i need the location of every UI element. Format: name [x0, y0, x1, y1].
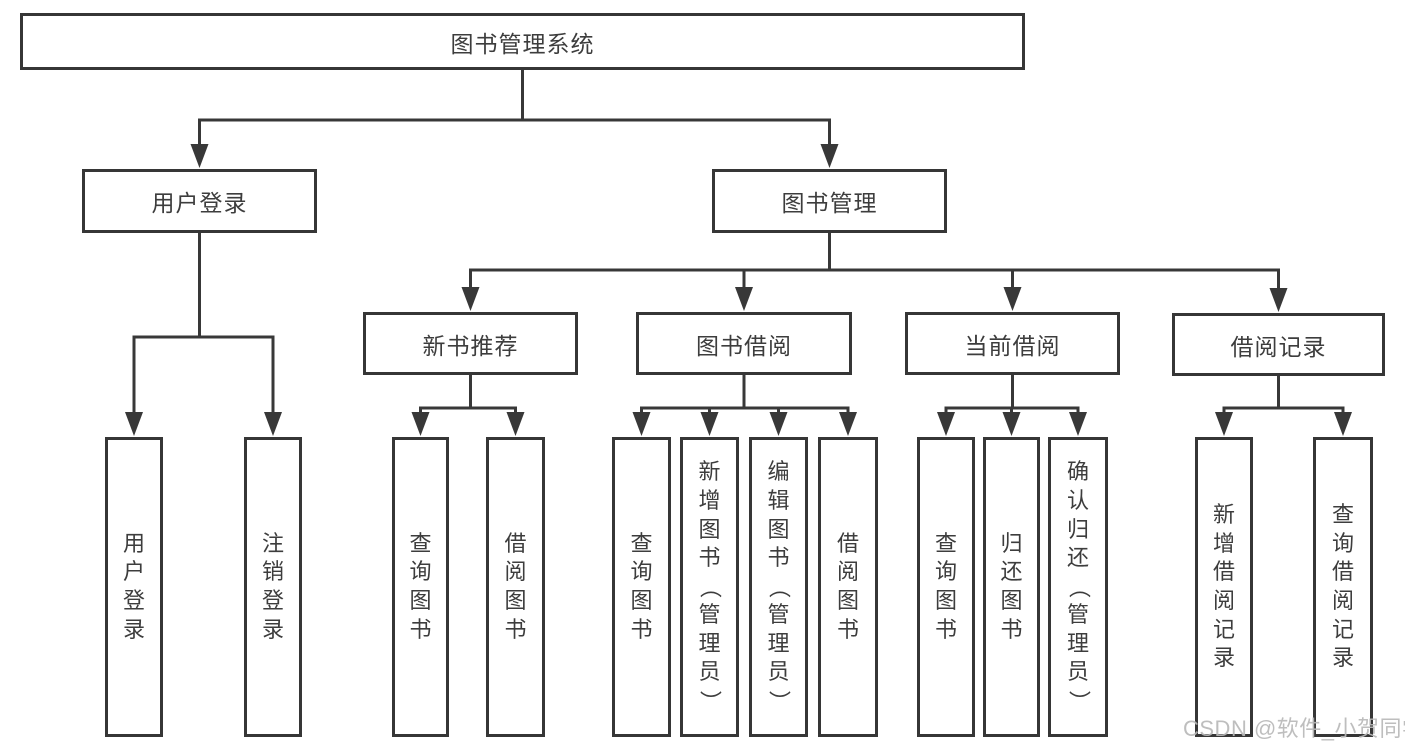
node-book-management-label: 图书管理 [781, 190, 878, 216]
leaf-cb-confirm-return: 确认归还（管理员） [1048, 437, 1108, 737]
leaf-bb-query-book-label: 查询图书 [630, 530, 653, 642]
leaf-br-add-record-label: 新增借阅记录 [1212, 502, 1235, 671]
leaf-bb-edit-book-label: 编辑图书（管理员） [766, 459, 792, 713]
leaf-cb-return-book-label: 归还图书 [1000, 530, 1023, 642]
leaf-br-query-record-label: 查询借阅记录 [1331, 502, 1354, 671]
leaf-bb-edit-book: 编辑图书（管理员） [749, 437, 808, 737]
leaf-cb-query-book-label: 查询图书 [934, 530, 957, 642]
node-new-book-recommend: 新书推荐 [363, 312, 578, 375]
leaf-nbr-borrow-book: 借阅图书 [486, 437, 545, 737]
leaf-nbr-query-book-label: 查询图书 [409, 530, 432, 642]
node-user-login: 用户登录 [82, 169, 317, 233]
node-user-login-label: 用户登录 [151, 190, 248, 216]
node-borrow-records: 借阅记录 [1172, 313, 1385, 376]
leaf-cb-return-book: 归还图书 [983, 437, 1040, 737]
node-current-borrow-label: 当前借阅 [964, 332, 1061, 359]
leaf-bb-add-book: 新增图书（管理员） [680, 437, 739, 737]
node-root: 图书管理系统 [20, 13, 1025, 70]
node-borrow-records-label: 借阅记录 [1230, 333, 1327, 360]
leaf-bb-borrow-book: 借阅图书 [818, 437, 878, 737]
node-root-label: 图书管理系统 [450, 30, 595, 57]
leaf-nbr-borrow-book-label: 借阅图书 [504, 530, 527, 642]
node-new-book-recommend-label: 新书推荐 [422, 332, 519, 359]
leaf-user-login-label: 用户登录 [122, 530, 145, 642]
leaf-br-add-record: 新增借阅记录 [1195, 437, 1253, 737]
leaf-nbr-query-book: 查询图书 [392, 437, 449, 737]
node-book-borrow: 图书借阅 [636, 312, 852, 375]
watermark: CSDN @软件_小贺同学 [1183, 716, 1405, 741]
leaf-logout-label: 注销登录 [261, 530, 284, 642]
leaf-br-query-record: 查询借阅记录 [1313, 437, 1373, 737]
node-book-borrow-label: 图书借阅 [696, 332, 792, 359]
leaf-bb-add-book-label: 新增图书（管理员） [697, 459, 723, 713]
node-current-borrow: 当前借阅 [905, 312, 1120, 375]
node-book-management: 图书管理 [712, 169, 947, 233]
leaf-cb-confirm-return-label: 确认归还（管理员） [1066, 459, 1092, 713]
leaf-bb-borrow-book-label: 借阅图书 [836, 530, 859, 642]
leaf-logout: 注销登录 [244, 437, 302, 737]
leaf-user-login: 用户登录 [105, 437, 163, 737]
leaf-cb-query-book: 查询图书 [917, 437, 975, 737]
leaf-bb-query-book: 查询图书 [612, 437, 671, 737]
